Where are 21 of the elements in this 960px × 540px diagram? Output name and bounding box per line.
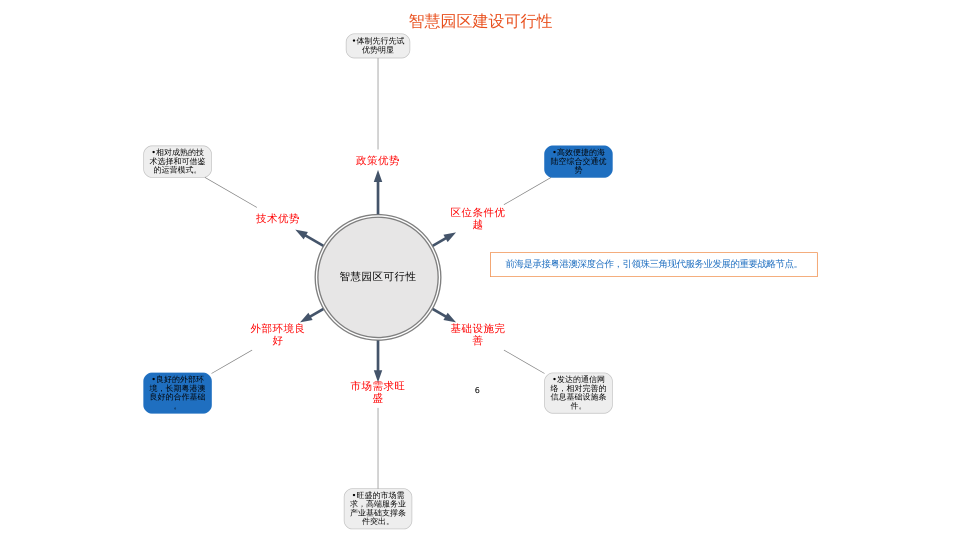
arrow	[300, 308, 324, 322]
node-text: 区位条件优越	[450, 206, 506, 232]
arrow	[432, 308, 456, 322]
arrow	[373, 170, 382, 214]
node-text: 基础设施完善	[450, 322, 506, 347]
connector	[204, 177, 257, 208]
arrow	[432, 232, 456, 247]
connector	[503, 350, 544, 374]
connector	[377, 408, 378, 490]
node-text: 技术优势	[255, 212, 300, 226]
connector	[377, 58, 378, 150]
node-text: 政策优势	[356, 154, 400, 168]
arrow	[373, 340, 382, 382]
connector	[210, 350, 252, 374]
diagram-title: 智慧园区建设可行性	[408, 12, 552, 31]
node-text: 外部环境良好	[250, 322, 305, 347]
node-circle: 智慧园区可行性	[314, 214, 442, 341]
node-text: 市场需求旺盛	[350, 380, 406, 405]
label: 前海是承接粤港澳深度合作，引领珠三角现代服务业发展的重要战略节点。	[504, 259, 802, 270]
arrow	[294, 230, 324, 247]
connector	[503, 177, 551, 206]
